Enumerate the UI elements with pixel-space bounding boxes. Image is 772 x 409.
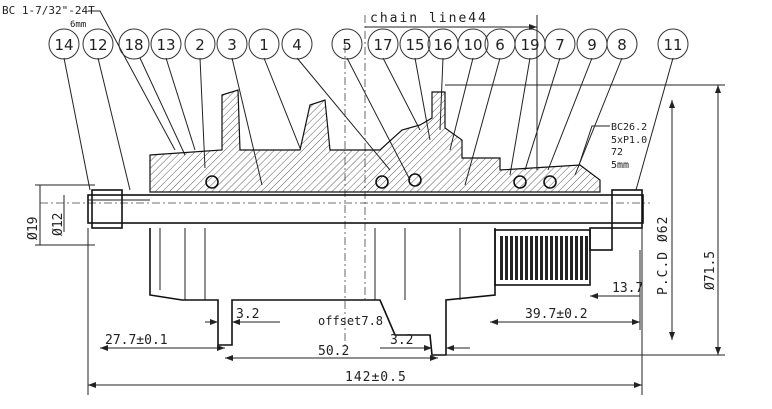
- spline-tooth: [510, 236, 513, 280]
- svg-text:3.2: 3.2: [390, 333, 413, 348]
- dim-chain-line: chain line44: [365, 11, 538, 170]
- spline-tooth: [530, 236, 533, 280]
- hub-body: [87, 89, 644, 356]
- svg-text:Ø71.5: Ø71.5: [703, 251, 718, 290]
- svg-text:offset7.8: offset7.8: [318, 314, 383, 328]
- spline-tooth: [535, 236, 538, 280]
- part-balloon-10: 10: [457, 28, 489, 60]
- svg-text:13: 13: [156, 36, 175, 54]
- dim-flanges: 3.2 offset7.8 27.7±0.1 50.2 3.2: [100, 307, 470, 361]
- svg-text:P.C.D Ø62: P.C.D Ø62: [656, 216, 671, 295]
- svg-text:2: 2: [195, 36, 205, 54]
- part-balloon-9: 9: [576, 28, 608, 60]
- svg-text:6: 6: [495, 36, 505, 54]
- svg-text:chain line44: chain line44: [370, 11, 488, 26]
- svg-text:72: 72: [611, 147, 623, 158]
- spline-tooth: [565, 236, 568, 280]
- part-balloon-18: 18: [118, 28, 150, 60]
- part-balloon-13: 13: [150, 28, 182, 60]
- svg-text:12: 12: [88, 36, 107, 54]
- svg-text:Ø19: Ø19: [26, 217, 41, 240]
- svg-text:4: 4: [292, 36, 302, 54]
- spline-tooth: [580, 236, 583, 280]
- svg-text:7: 7: [555, 36, 565, 54]
- svg-text:5xP1.0: 5xP1.0: [611, 135, 647, 146]
- spline-tooth: [540, 236, 543, 280]
- svg-text:27.7±0.1: 27.7±0.1: [105, 333, 168, 348]
- svg-text:142±0.5: 142±0.5: [345, 370, 407, 385]
- part-balloon-2: 2: [184, 28, 216, 60]
- spline-tooth: [545, 236, 548, 280]
- svg-text:17: 17: [373, 36, 392, 54]
- part-balloon-1: 1: [248, 28, 280, 60]
- svg-text:3: 3: [227, 36, 237, 54]
- spline-tooth: [570, 236, 573, 280]
- freehub-spec-note: BC26.2 5xP1.0 72 5mm: [611, 122, 647, 171]
- svg-text:14: 14: [54, 36, 73, 54]
- thread-leader-line: [88, 10, 176, 151]
- part-balloon-17: 17: [367, 28, 399, 60]
- svg-text:16: 16: [433, 36, 452, 54]
- spline-tooth: [550, 236, 553, 280]
- spline-tooth: [500, 236, 503, 280]
- dim-axle-diameters: Ø19 Ø12: [26, 184, 95, 246]
- spline-tooth: [505, 236, 508, 280]
- svg-text:10: 10: [463, 36, 482, 54]
- dim-overall-width: 142±0.5: [87, 228, 643, 395]
- part-balloon-5: 5: [331, 28, 363, 60]
- svg-text:5: 5: [342, 36, 352, 54]
- dim-pcd-flange: P.C.D Ø62 Ø71.5: [445, 84, 725, 356]
- svg-text:1: 1: [259, 36, 269, 54]
- spline-tooth: [575, 236, 578, 280]
- part-balloon-19: 19: [514, 28, 546, 60]
- thread-depth-note: 6mm: [70, 20, 86, 30]
- part-balloon-14: 14: [48, 28, 80, 60]
- spline-tooth: [525, 236, 528, 280]
- spline-tooth: [555, 236, 558, 280]
- svg-text:15: 15: [405, 36, 424, 54]
- svg-text:Ø12: Ø12: [51, 213, 66, 236]
- svg-text:3.2: 3.2: [236, 307, 259, 322]
- svg-text:11: 11: [663, 36, 682, 54]
- part-balloon-8: 8: [606, 28, 638, 60]
- svg-text:13.7: 13.7: [612, 281, 643, 296]
- svg-text:19: 19: [520, 36, 539, 54]
- spline-tooth: [560, 236, 563, 280]
- part-balloon-11: 11: [657, 28, 689, 60]
- svg-text:50.2: 50.2: [318, 344, 349, 359]
- part-balloon-6: 6: [484, 28, 516, 60]
- part-balloon-7: 7: [544, 28, 576, 60]
- svg-text:39.7±0.2: 39.7±0.2: [525, 307, 588, 322]
- spline-tooth: [585, 236, 588, 280]
- svg-text:8: 8: [617, 36, 627, 54]
- part-balloon-15: 15: [399, 28, 431, 60]
- spline-tooth: [515, 236, 518, 280]
- dim-freehub: 13.7 39.7±0.2: [490, 250, 643, 330]
- svg-text:18: 18: [124, 36, 143, 54]
- svg-text:9: 9: [587, 36, 597, 54]
- part-balloon-16: 16: [427, 28, 459, 60]
- part-balloon-4: 4: [281, 28, 313, 60]
- spline-tooth: [520, 236, 523, 280]
- part-balloon-12: 12: [82, 28, 114, 60]
- thread-spec-note: BC 1-7/32"-24T: [2, 4, 95, 17]
- svg-text:5mm: 5mm: [611, 160, 629, 171]
- part-balloon-3: 3: [216, 28, 248, 60]
- svg-text:BC26.2: BC26.2: [611, 122, 647, 133]
